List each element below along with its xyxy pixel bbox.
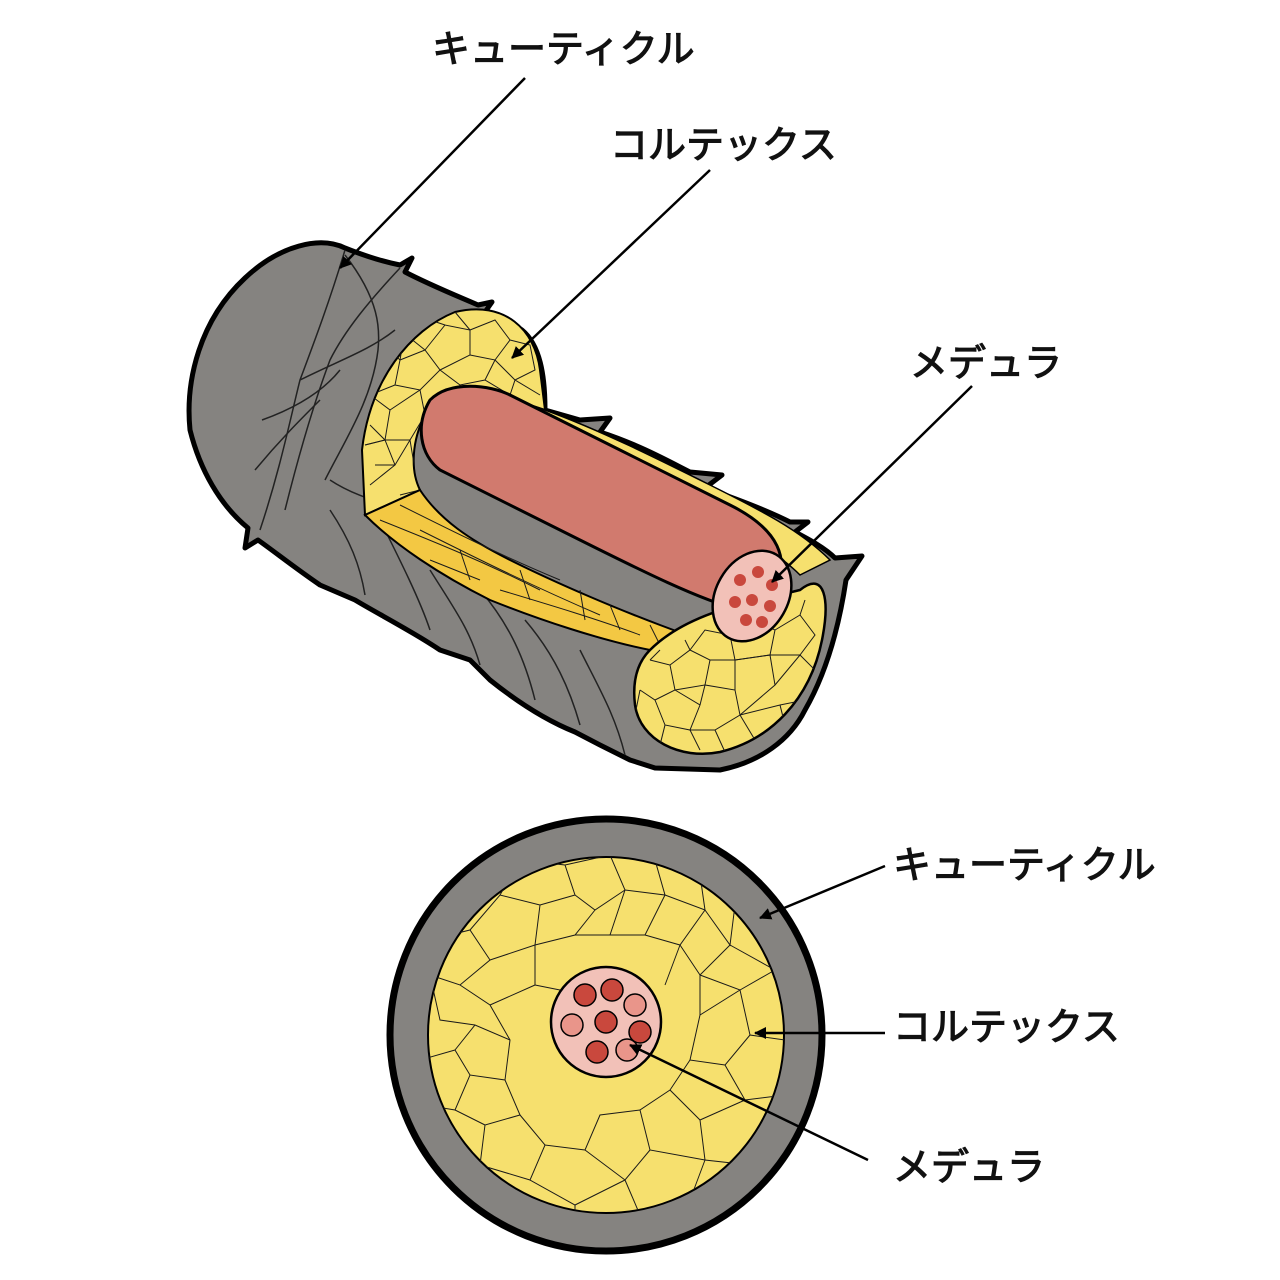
cross-label-cuticle: キューティクル [893,843,1156,887]
cross-medulla-cells [560,978,652,1064]
strand-label-cuticle: キューティクル [432,27,695,71]
cross-cortex-cells [428,857,784,1213]
cross-label-medulla: メデュラ [893,1145,1045,1189]
strand-leader-cuticle [339,77,526,269]
hair-cross-section [386,815,826,1255]
strand-leader-medulla [771,385,973,583]
cross-leader-cuticle [759,864,886,920]
cuticle-scale-lines [254,249,626,756]
strand-label-medulla: メデュラ [910,341,1062,385]
strand-annotations: キューティクル コルテックス メデュラ [339,27,1062,583]
strand-fiber-lines [379,504,661,646]
strand-cortex-top-cells [362,311,541,496]
cross-annotations: キューティクル コルテックス メデュラ [629,843,1156,1189]
strand-cortex-cut [360,308,547,517]
strand-leader-cortex [511,169,711,359]
cross-leader-medulla [629,1043,869,1162]
cross-label-cortex: コルテックス [893,1005,1120,1049]
strand-label-cortex: コルテックス [610,123,837,167]
hair-strand-illustration [186,240,865,773]
